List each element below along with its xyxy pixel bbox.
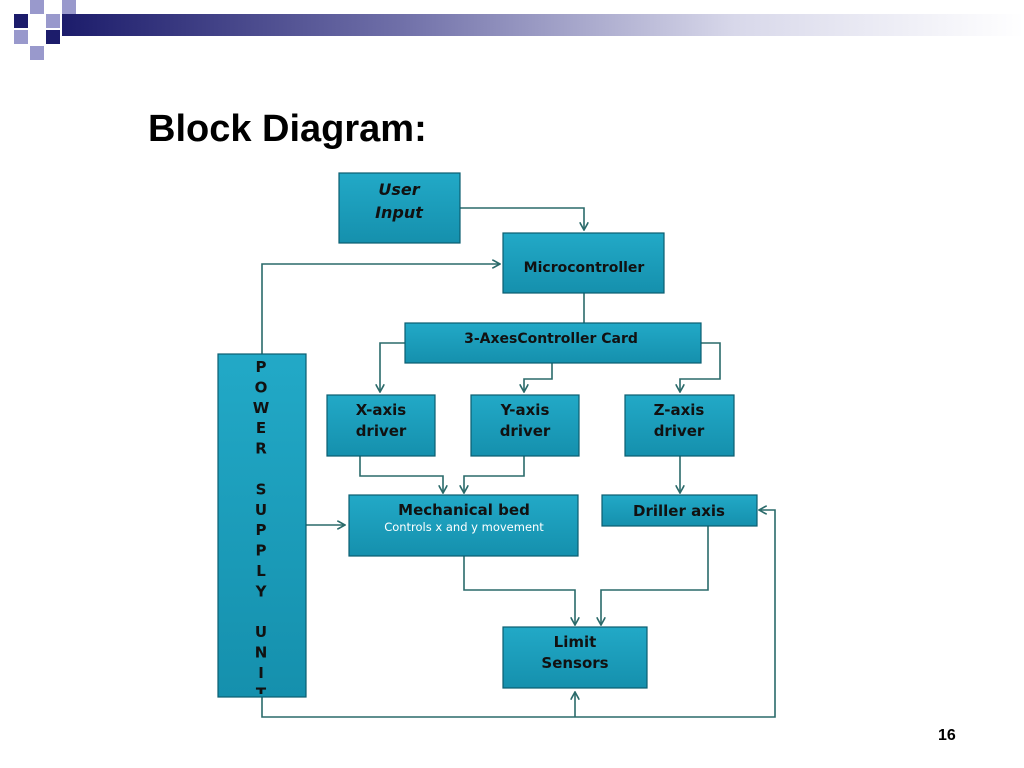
- power-supply-letter: L: [256, 562, 266, 580]
- deco-square: [14, 14, 28, 28]
- deco-square: [30, 46, 44, 60]
- power-supply-letter: I: [258, 664, 264, 682]
- node-label: Driller axis: [633, 502, 725, 520]
- node-label: Sensors: [541, 654, 608, 672]
- node-label: 3-AxesController Card: [464, 331, 638, 347]
- power-supply-letter: R: [255, 440, 267, 458]
- connector-driller-to-limit: [601, 526, 709, 625]
- deco-square: [30, 0, 44, 14]
- power-supply-letter: N: [255, 644, 268, 662]
- connector-card-to-z: [680, 342, 721, 392]
- connector-card-to-y: [524, 363, 553, 392]
- node-label: driver: [654, 422, 705, 440]
- connector-card-to-x: [380, 342, 405, 392]
- header-gradient-band: [62, 14, 1024, 36]
- connector-power-to-micro: [261, 264, 500, 354]
- deco-square: [30, 14, 44, 28]
- corner-decoration: [14, 0, 1024, 60]
- deco-square: [14, 30, 28, 44]
- deco-square: [46, 14, 60, 28]
- node-label: X-axis: [356, 401, 407, 419]
- slide-title: Block Diagram:: [148, 108, 427, 150]
- node-label: Input: [375, 203, 424, 222]
- power-supply-letter: O: [255, 378, 268, 396]
- node-user-input: User Input: [338, 172, 461, 244]
- connector-bottom-loop: [261, 510, 776, 718]
- power-supply-letter: U: [255, 501, 267, 519]
- power-supply-letter: P: [256, 358, 267, 376]
- node-subtitle: Controls x and y movement: [384, 520, 544, 534]
- deco-square: [62, 0, 76, 14]
- node-label: driver: [500, 422, 551, 440]
- node-driller-axis: Driller axis: [601, 494, 758, 527]
- deco-square: [46, 30, 60, 44]
- power-supply-letter: P: [256, 521, 267, 539]
- node-limit-sensors: Limit Sensors: [502, 626, 648, 689]
- node-z-axis-driver: Z-axis driver: [624, 394, 735, 457]
- power-supply-letter: E: [256, 419, 266, 437]
- connectors: [261, 207, 776, 718]
- node-label: Y-axis: [500, 401, 550, 419]
- node-y-axis-driver: Y-axis driver: [470, 394, 580, 457]
- power-supply-letter: W: [253, 399, 270, 417]
- power-supply-letter: P: [256, 542, 267, 560]
- power-supply-letter: T: [256, 684, 267, 702]
- connector-bed-to-limit: [463, 556, 575, 625]
- power-supply-letter: S: [256, 480, 267, 498]
- page-number: 16: [938, 727, 956, 744]
- node-label: User: [378, 180, 420, 199]
- node-microcontroller: Microcontroller: [502, 232, 665, 294]
- connector-user-to-micro: [460, 207, 584, 230]
- connector-x-to-bed: [359, 456, 443, 493]
- node-label: Microcontroller: [524, 260, 645, 276]
- connector-y-to-bed: [464, 456, 525, 493]
- node-mechanical-bed: Mechanical bed Controls x and y movement: [348, 494, 579, 557]
- node-label: Z-axis: [654, 401, 705, 419]
- power-supply-letter: U: [255, 623, 267, 641]
- node-label: Mechanical bed: [398, 501, 530, 519]
- node-controller-card: 3-AxesController Card: [404, 322, 702, 364]
- node-label: Limit: [554, 633, 597, 651]
- node-x-axis-driver: X-axis driver: [326, 394, 436, 457]
- power-supply-letter: Y: [255, 582, 268, 600]
- node-label: driver: [356, 422, 407, 440]
